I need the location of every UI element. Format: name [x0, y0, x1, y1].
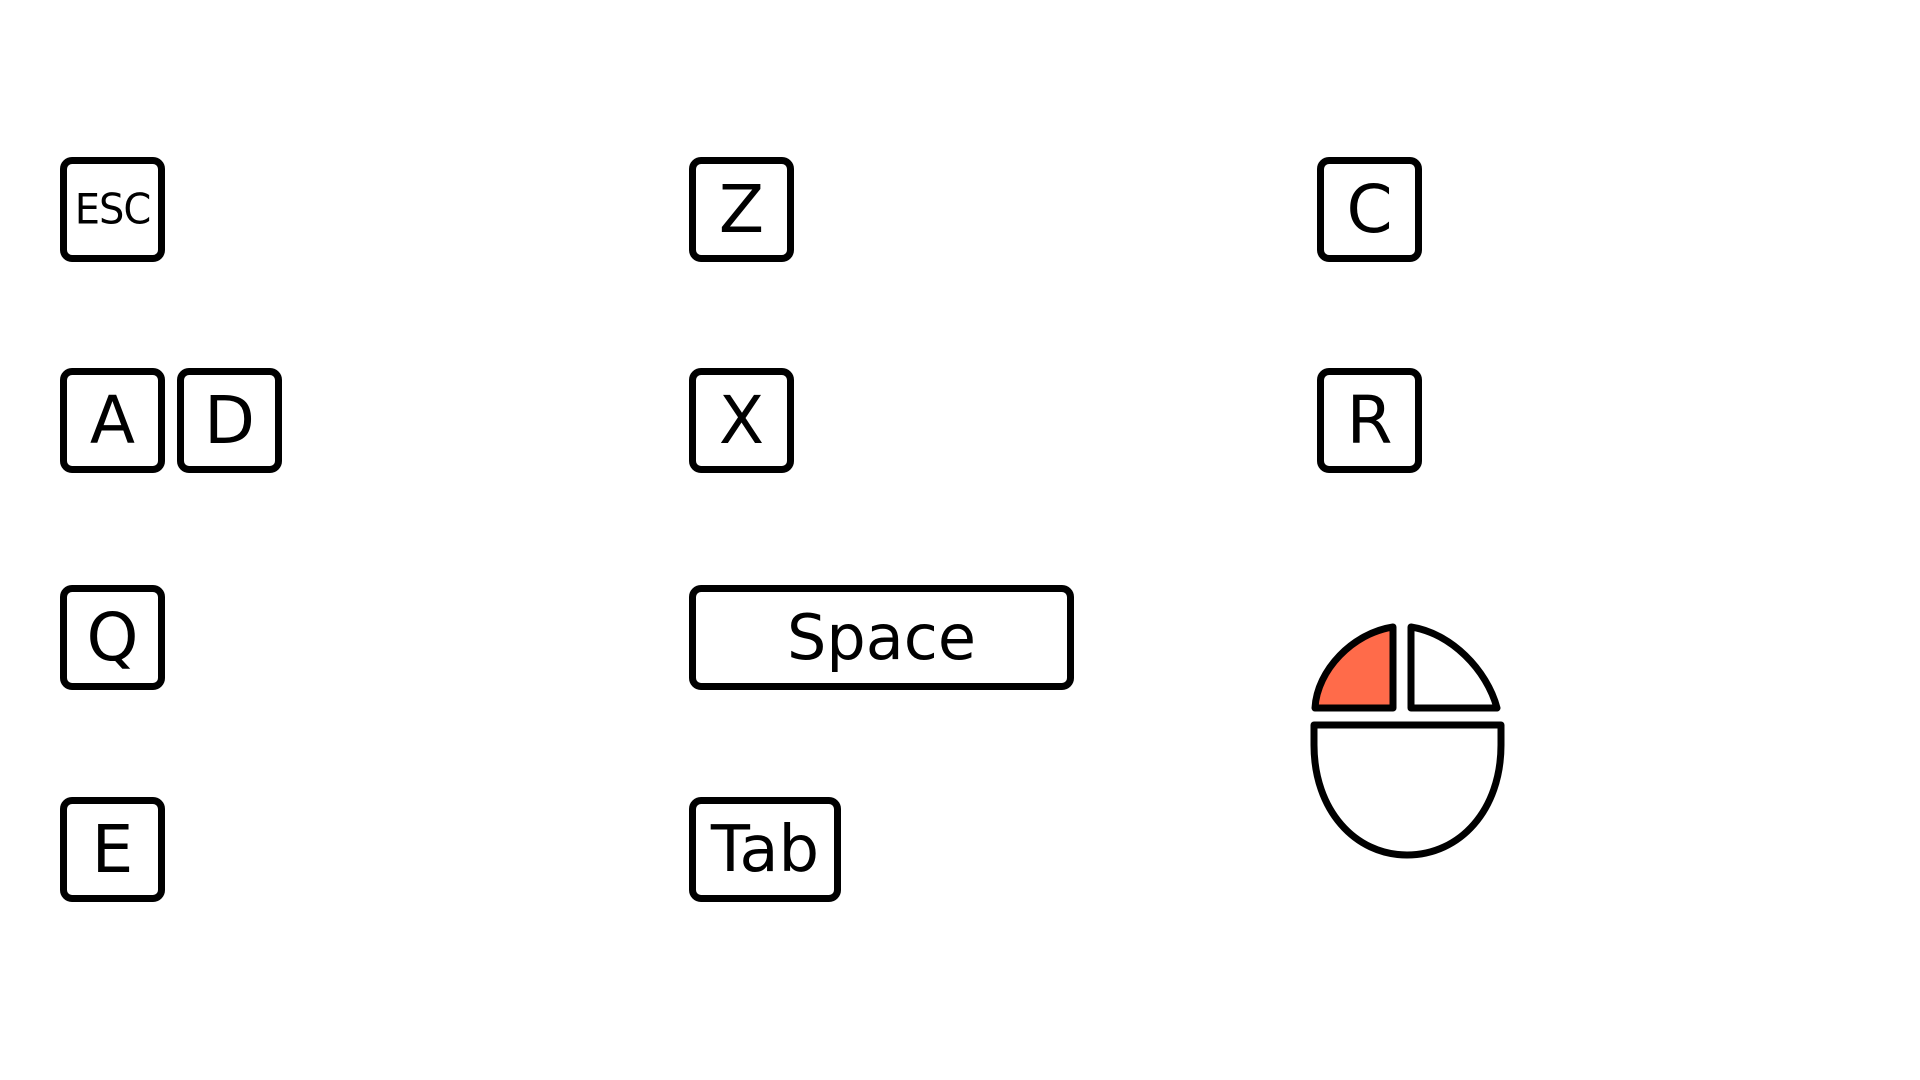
tab-key: Tab [689, 797, 841, 902]
x-key-label: X [718, 381, 765, 459]
d-key: D [177, 368, 282, 473]
z-key: Z [689, 157, 794, 262]
c-key: C [1317, 157, 1422, 262]
q-key: Q [60, 585, 165, 690]
mouse-left-button [1311, 623, 1397, 712]
e-key: E [60, 797, 165, 902]
a-key: A [60, 368, 165, 473]
mouse-icon [1310, 623, 1505, 859]
esc-key: ESC [60, 157, 165, 262]
c-key-label: C [1346, 170, 1393, 248]
e-key-label: E [91, 810, 134, 888]
mouse-body [1310, 721, 1505, 859]
r-key-label: R [1346, 381, 1393, 459]
r-key: R [1317, 368, 1422, 473]
z-key-label: Z [718, 170, 765, 248]
tab-key-label: Tab [710, 812, 820, 887]
q-key-label: Q [86, 598, 139, 676]
esc-key-label: ESC [74, 185, 152, 234]
space-key-label: Space [787, 600, 976, 674]
d-key-label: D [204, 381, 255, 459]
x-key: X [689, 368, 794, 473]
a-key-label: A [89, 381, 136, 459]
space-key: Space [689, 585, 1074, 690]
mouse-right-button [1407, 623, 1501, 712]
